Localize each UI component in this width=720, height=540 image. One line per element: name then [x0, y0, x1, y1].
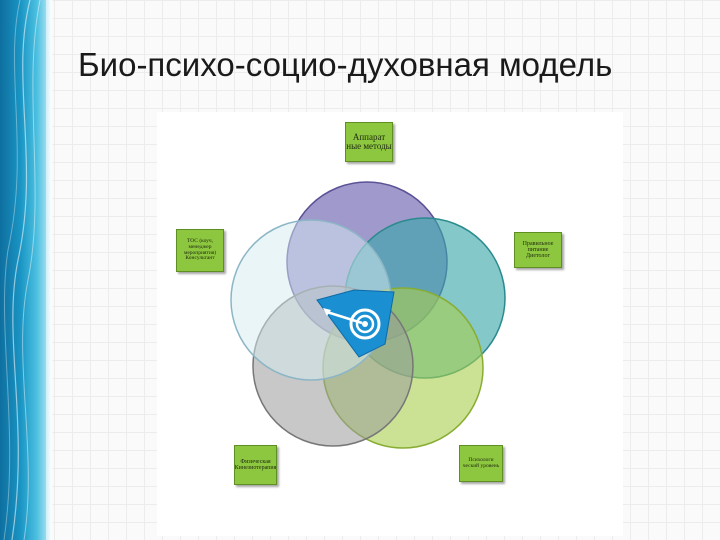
slide-title: Био-психо-социо-духовная модель [78, 46, 613, 83]
wave-lines-decoration [3, 0, 41, 540]
box-physical-kinesiotherapy-label: Физическая Кинезиотерапия [234, 458, 277, 471]
box-hardware-methods-label: Аппарат ные методы [346, 131, 392, 151]
box-psychological-level: Психологи ческий уровень [459, 445, 503, 482]
venn-diagram [230, 181, 506, 449]
target-arrow-icon [316, 289, 395, 358]
decorative-side-band [0, 0, 46, 540]
box-physical-kinesiotherapy: Физическая Кинезиотерапия [234, 445, 277, 485]
box-nutrition-dietitian-label: Правильное питание Диетолог [522, 240, 554, 260]
diagram-panel: Аппарат ные методы Правильное питание Ди… [157, 112, 623, 536]
box-coach-consultant: ТОС (коуч, менеджер мероприятия) Консуль… [176, 229, 224, 272]
box-hardware-methods: Аппарат ные методы [345, 122, 393, 162]
side-band-edge [46, 0, 52, 540]
box-coach-consultant-label: ТОС (коуч, менеджер мероприятия) Консуль… [183, 237, 217, 262]
box-nutrition-dietitian: Правильное питание Диетолог [514, 232, 562, 268]
box-psychological-level-label: Психологи ческий уровень [462, 456, 500, 469]
